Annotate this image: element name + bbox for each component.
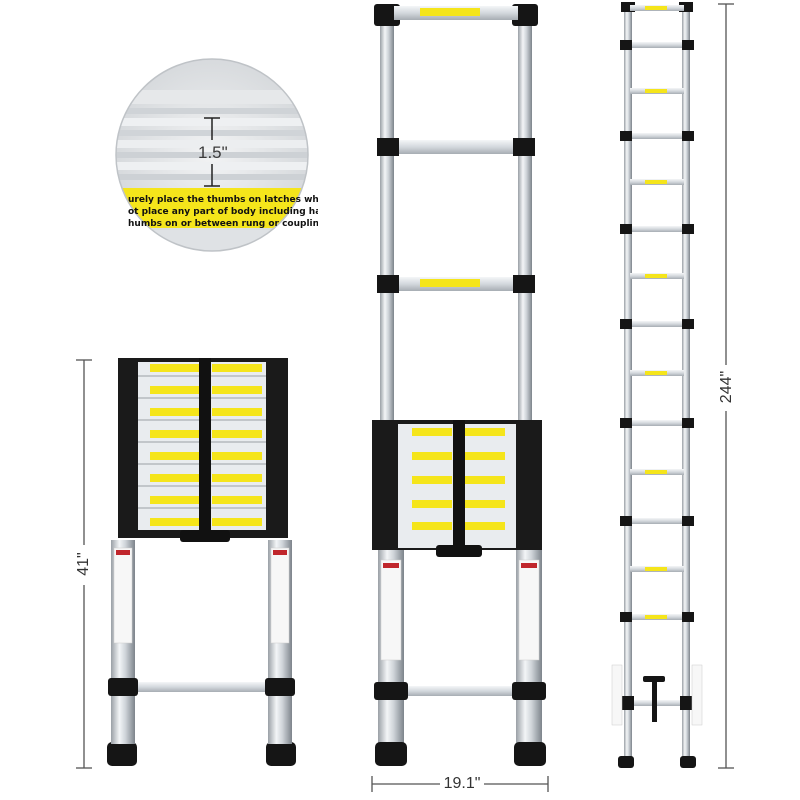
warning-line: humbs on or between rung or coupling [128,219,318,229]
partially-extended-ladder [372,4,546,766]
extended-height-label: 244" [718,370,735,404]
fully-extended-ladder [611,2,703,768]
width-label: 19.1" [443,775,481,792]
warning-line: urely place the thumbs on latches whe [128,195,318,205]
collapsed-ladder [107,358,296,766]
rung-depth-label: 1.5" [198,143,228,162]
warning-line: ot place any part of body including ha [128,207,318,217]
zoom-warning-text: urely place the thumbs on latches whe ot… [128,194,318,230]
collapsed-height-label: 41" [75,552,92,576]
